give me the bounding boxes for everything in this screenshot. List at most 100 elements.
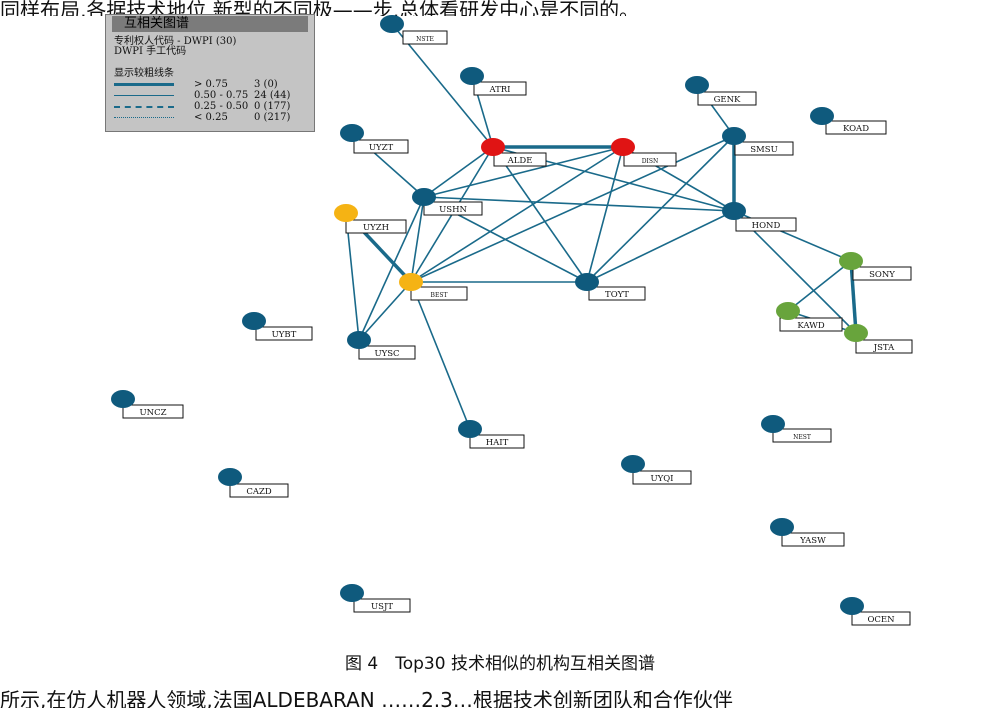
node-nste[interactable]: NSTE xyxy=(380,15,448,45)
node-label-box xyxy=(229,483,289,498)
edge-ushn-uysc xyxy=(358,196,425,341)
node-dot xyxy=(242,312,266,330)
node-dot xyxy=(340,124,364,142)
node-dot xyxy=(611,138,635,156)
node-genk[interactable]: GENK xyxy=(685,76,757,106)
node-hait[interactable]: HAIT xyxy=(458,420,525,449)
legend-row-dash: 0.25 - 0.50 0 (177) xyxy=(114,101,310,112)
legend-title: 互相关图谱 xyxy=(112,16,308,32)
node-label: UYSC xyxy=(374,349,399,359)
node-label: SMSU xyxy=(750,145,778,155)
node-uyzh[interactable]: UYZH xyxy=(334,204,407,234)
node-dot xyxy=(776,302,800,320)
node-dot xyxy=(481,138,505,156)
node-koad[interactable]: KOAD xyxy=(810,107,887,135)
node-label-box xyxy=(825,120,887,135)
node-label-box xyxy=(851,611,911,626)
node-label: KOAD xyxy=(843,124,869,134)
node-dot xyxy=(722,127,746,145)
node-label-box xyxy=(255,326,313,341)
node-cazd[interactable]: CAZD xyxy=(218,468,289,498)
node-label-box xyxy=(781,532,845,547)
node-label: YASW xyxy=(799,536,826,546)
legend-count: 24 (44) xyxy=(254,90,291,101)
edge-uyzh-uysc xyxy=(345,212,360,341)
node-dot xyxy=(334,204,358,222)
node-label-box xyxy=(855,339,913,354)
node-dot xyxy=(840,597,864,615)
node-label-box xyxy=(623,152,677,167)
node-uyzt[interactable]: UYZT xyxy=(340,124,409,154)
legend-thick-line-icon xyxy=(114,83,174,86)
edge-ushn-hond xyxy=(423,196,735,212)
edge-hond-toyt xyxy=(586,210,735,283)
node-disn[interactable]: DISN xyxy=(611,138,677,167)
node-smsu[interactable]: SMSU xyxy=(722,127,794,156)
node-dot xyxy=(111,390,135,408)
node-ocen[interactable]: OCEN xyxy=(840,597,911,626)
node-label-box xyxy=(632,470,692,485)
node-dot xyxy=(621,455,645,473)
node-sony[interactable]: SONY xyxy=(839,252,912,281)
edge-best-uysc xyxy=(358,281,412,341)
legend-count: 0 (177) xyxy=(254,101,291,112)
node-label: CAZD xyxy=(246,487,272,497)
node-nest[interactable]: NEST xyxy=(761,415,832,443)
node-label: DISN xyxy=(642,158,659,165)
figure-caption: 图 4 Top30 技术相似的机构互相关图谱 xyxy=(345,654,655,674)
edge-sony-kawd xyxy=(787,260,852,312)
node-dot xyxy=(399,273,423,291)
node-label: HOND xyxy=(752,221,781,231)
node-usjt[interactable]: USJT xyxy=(340,584,411,613)
legend-row-solid: 0.50 - 0.75 24 (44) xyxy=(114,90,310,101)
top-body-text: 同样布局,各据技术地位,新型的不同极——步,总体看研发中心是不同的。 xyxy=(0,0,640,16)
node-label: OCEN xyxy=(867,615,895,625)
node-label: UYQI xyxy=(650,474,673,484)
node-dot xyxy=(575,273,599,291)
node-uncz[interactable]: UNCZ xyxy=(111,390,184,419)
node-label-box xyxy=(358,345,416,360)
legend-dot-line-icon xyxy=(114,117,174,118)
legend-range: 0.50 - 0.75 xyxy=(194,90,249,101)
node-jsta[interactable]: JSTA xyxy=(844,324,913,354)
node-toyt[interactable]: TOYT xyxy=(575,273,646,301)
node-dot xyxy=(810,107,834,125)
node-kawd[interactable]: KAWD xyxy=(776,302,843,332)
node-label: USJT xyxy=(371,602,393,612)
node-dot xyxy=(770,518,794,536)
node-label-box xyxy=(122,404,184,419)
legend-subtitle: 显示较粗线条 xyxy=(114,68,174,79)
node-dot xyxy=(761,415,785,433)
node-dot xyxy=(340,584,364,602)
node-uybt[interactable]: UYBT xyxy=(242,312,313,341)
node-label-box xyxy=(353,598,411,613)
node-dot xyxy=(844,324,868,342)
node-label: SONY xyxy=(869,270,895,280)
node-best[interactable]: BEST xyxy=(399,273,468,301)
node-ushn[interactable]: USHN xyxy=(412,188,483,216)
bottom-body-text: 所示,在仿人机器人领域,法国ALDEBARAN ……2.3…根据技术创新团队和合… xyxy=(0,688,733,708)
node-label: KAWD xyxy=(797,321,825,331)
node-label-box xyxy=(402,30,448,45)
edge-best-hait xyxy=(410,281,471,430)
edge-sony-jsta xyxy=(849,260,858,334)
node-dot xyxy=(685,76,709,94)
edge-alde-ushn xyxy=(423,146,494,198)
node-yasw[interactable]: YASW xyxy=(770,518,845,547)
legend-count: 0 (217) xyxy=(254,112,291,123)
node-label-box xyxy=(353,139,409,154)
legend-range: < 0.25 xyxy=(194,112,228,123)
node-label: TOYT xyxy=(605,290,629,300)
node-label-box xyxy=(779,317,843,332)
node-alde[interactable]: ALDE xyxy=(481,138,547,167)
node-label: BEST xyxy=(431,292,448,299)
legend-count: 3 (0) xyxy=(254,79,278,90)
edge-alde-toyt xyxy=(492,146,588,283)
node-atri[interactable]: ATRI xyxy=(460,67,527,96)
node-uyqi[interactable]: UYQI xyxy=(621,455,692,485)
node-uysc[interactable]: UYSC xyxy=(347,331,416,360)
node-hond[interactable]: HOND xyxy=(722,202,797,232)
node-label: ALDE xyxy=(507,156,533,166)
node-label: UNCZ xyxy=(139,408,166,418)
node-dot xyxy=(380,15,404,33)
